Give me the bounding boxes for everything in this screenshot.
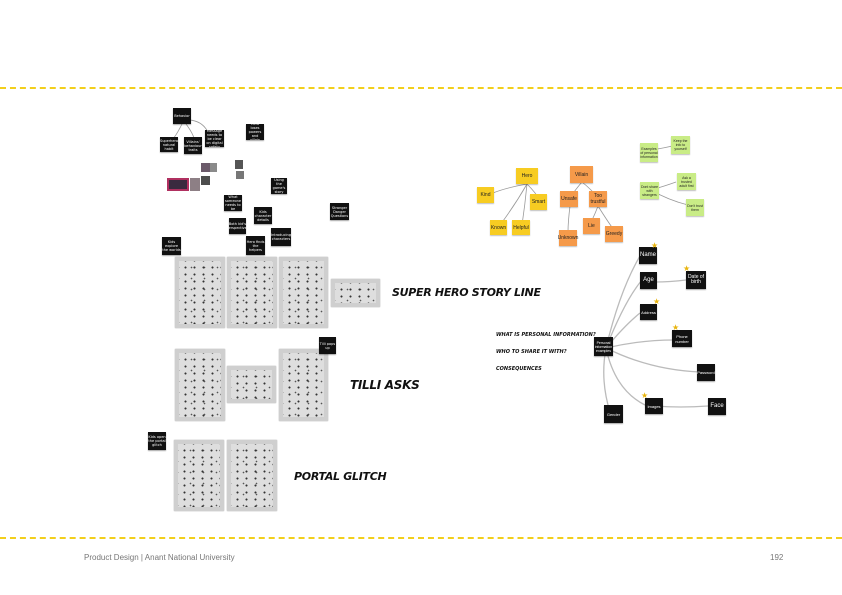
small-photo xyxy=(210,163,217,172)
sticky-note[interactable]: Kids explore the worlds xyxy=(162,237,181,255)
note-smart[interactable]: Smart xyxy=(530,194,547,210)
node-date-of-birth[interactable]: Date of birth xyxy=(686,271,706,289)
question-who-to-share: WHO TO SHARE IT WITH? xyxy=(496,349,567,355)
node-phone-number[interactable]: Phone number xyxy=(672,330,692,347)
sticky-kids-character[interactable]: Kids character details xyxy=(254,207,272,224)
small-photo xyxy=(236,171,244,179)
star-icon: ★ xyxy=(641,391,649,400)
note-kind[interactable]: Kind xyxy=(477,187,494,203)
top-dashed-rule xyxy=(0,87,842,89)
note-hero[interactable]: Hero xyxy=(516,168,538,184)
note-villain[interactable]: Villain xyxy=(570,166,593,183)
storyboard-photo xyxy=(279,257,328,328)
node-name[interactable]: Name xyxy=(639,247,657,264)
question-what-is-personal-info: WHAT IS PERSONAL INFORMATION? xyxy=(496,332,596,338)
small-photo xyxy=(190,178,200,191)
note-green[interactable]: Don't trust them xyxy=(686,199,704,216)
star-icon: ★ xyxy=(683,264,691,273)
note-helpful[interactable]: Helpful xyxy=(512,220,530,235)
note-lie[interactable]: Lie xyxy=(583,218,600,234)
storyboard-photo xyxy=(227,257,277,328)
node-personal-info-root[interactable]: Personal information examples xyxy=(594,337,613,356)
sticky-behavior[interactable]: Behavior xyxy=(173,108,191,124)
footer-credit: Product Design | Anant National Universi… xyxy=(84,553,235,562)
node-gender[interactable]: Gender xyxy=(604,405,623,423)
node-images[interactable]: Images xyxy=(645,398,663,414)
heading-tilli-asks: TILLI ASKS xyxy=(350,378,420,392)
note-known[interactable]: Known xyxy=(490,220,507,235)
note-green[interactable]: Dont share with strangers xyxy=(640,182,659,199)
question-consequences: CONSEQUENCES xyxy=(496,366,542,372)
note-too-trustful[interactable]: Too trustful xyxy=(589,191,607,207)
screenshot-photo xyxy=(167,178,189,191)
storyboard-photo xyxy=(227,440,277,511)
storyboard-photo xyxy=(331,279,380,307)
storyboard-photo xyxy=(227,366,276,403)
sticky-note[interactable]: Using the game's story xyxy=(271,178,287,194)
sticky-note[interactable]: Both kid's perspectives xyxy=(229,218,246,234)
storyboard-photo xyxy=(174,440,224,511)
note-green[interactable]: Keep the info to yourself xyxy=(671,136,690,154)
sticky-what-someone-needs[interactable]: What someone needs to be xyxy=(224,195,242,211)
note-unknown[interactable]: Unknown xyxy=(558,230,578,246)
star-icon: ★ xyxy=(672,323,680,332)
star-icon: ★ xyxy=(653,297,661,306)
heading-portal-glitch: PORTAL GLITCH xyxy=(294,470,387,483)
sticky-tilli-pops-up[interactable]: Tilli pops up xyxy=(319,337,336,354)
sticky-villain-traits[interactable]: Villains' behaviour traits xyxy=(184,137,202,154)
sticky-note[interactable]: Introducing characters xyxy=(271,228,291,246)
heading-super-hero-story-line: SUPER HERO STORY LINE xyxy=(392,286,541,299)
storyboard-photo xyxy=(279,349,328,421)
sticky-hero-finds-helpers[interactable]: Hero finds the helpers xyxy=(246,236,265,255)
note-green[interactable]: Ask a trusted adult first xyxy=(677,173,696,190)
page-number: 192 xyxy=(770,553,784,562)
sticky-superhero-habit[interactable]: Superhero natural habit xyxy=(160,137,178,152)
node-face[interactable]: Face xyxy=(708,398,726,415)
note-green[interactable]: Examples of personal information xyxy=(640,143,658,162)
node-address[interactable]: Address xyxy=(640,304,657,320)
node-age[interactable]: Age xyxy=(640,272,657,289)
note-greedy[interactable]: Greedy xyxy=(605,226,623,242)
node-password[interactable]: Password xyxy=(697,364,715,381)
sticky-digital-safety[interactable]: Message needs to be clear on digital saf… xyxy=(205,130,224,147)
sticky-stranger-danger[interactable]: Stranger Danger Questions xyxy=(330,203,349,220)
storyboard-photo xyxy=(175,349,225,421)
bottom-dashed-rule xyxy=(0,537,842,539)
storyboard-photo xyxy=(175,257,225,328)
small-photo xyxy=(201,163,210,172)
note-unsafe[interactable]: Unsafe xyxy=(560,191,578,207)
sticky-hero-loses-powers[interactable]: Hero loses powers and villain xyxy=(246,124,264,140)
small-photo xyxy=(235,160,243,169)
star-icon: ★ xyxy=(651,241,659,250)
sticky-portal-glitch[interactable]: Kids open the portal glitch xyxy=(148,432,166,450)
small-photo xyxy=(201,176,210,185)
